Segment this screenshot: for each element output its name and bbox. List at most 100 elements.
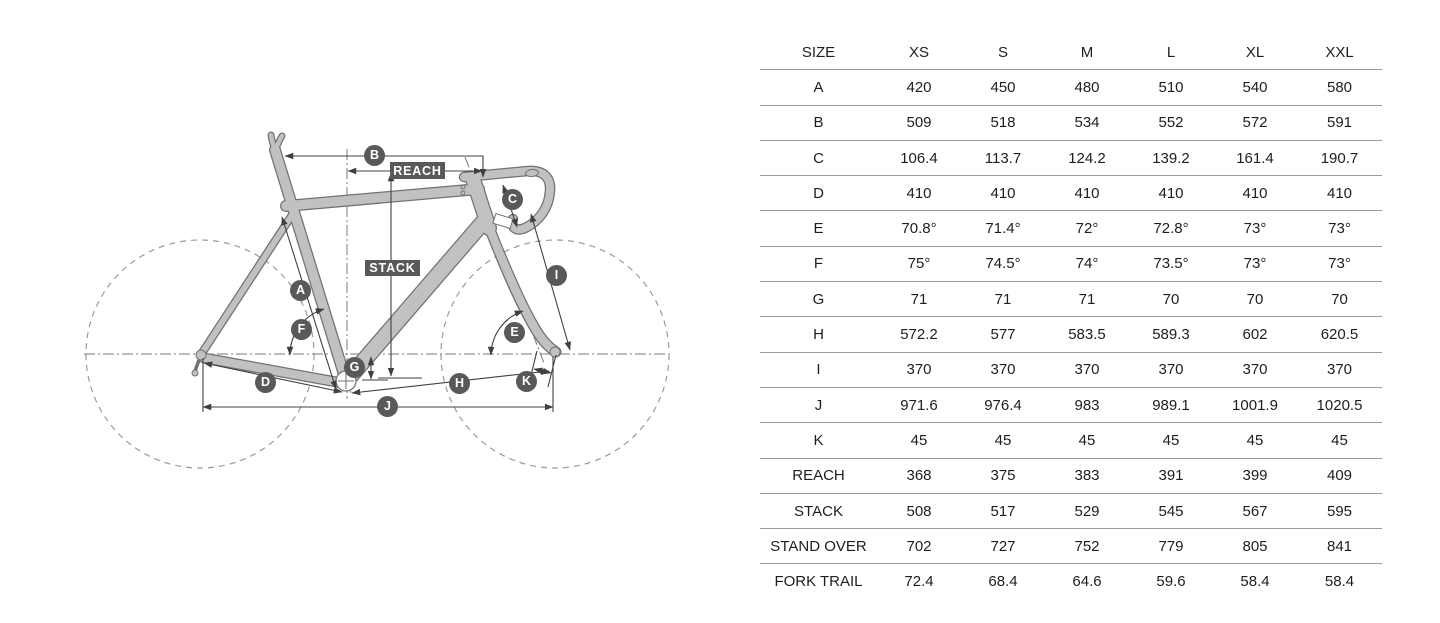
dim-E-arc	[487, 310, 524, 356]
cell: 391	[1129, 458, 1213, 494]
cell: 72°	[1045, 210, 1129, 247]
cell: 74.5°	[961, 246, 1045, 283]
cell: 124.2	[1045, 140, 1129, 177]
row-label: K	[760, 422, 877, 459]
rear-dropout	[195, 349, 207, 361]
cell: 552	[1129, 105, 1213, 141]
cell: 572.2	[877, 316, 961, 353]
cell: 370	[1045, 352, 1129, 388]
cell: 595	[1297, 493, 1382, 530]
cell: 45	[1129, 422, 1213, 459]
cell: 73°	[1213, 210, 1297, 247]
row-label: REACH	[760, 458, 877, 494]
column-header: SIZE	[760, 35, 877, 71]
cell: 517	[961, 493, 1045, 530]
derailleur-hanger	[191, 369, 199, 377]
column-header: XXL	[1297, 35, 1382, 71]
cell: 409	[1297, 458, 1382, 494]
diagram-label-D: D	[255, 372, 276, 393]
cell: 383	[1045, 458, 1129, 494]
cell: 58.4	[1240, 573, 1270, 591]
cell: 534	[1045, 105, 1129, 141]
cell: 71	[961, 281, 1045, 318]
cell: 620.5	[1297, 316, 1382, 353]
dim-K	[533, 367, 552, 375]
cell: 420	[877, 69, 961, 106]
diagram-label-H: H	[449, 373, 470, 394]
stack-label: STACK	[365, 260, 420, 276]
column-header: M	[1045, 35, 1129, 71]
cell: 370	[961, 352, 1045, 388]
cell: 45	[1297, 422, 1382, 459]
cell: 72.8°	[1129, 210, 1213, 247]
cell: 113.7	[961, 140, 1045, 177]
row-label: H	[760, 316, 877, 353]
cell: 567	[1213, 493, 1297, 530]
cell: 370	[1129, 352, 1213, 388]
cell: 106.4	[877, 140, 961, 177]
row-label: A	[760, 69, 877, 106]
row-label: D	[760, 175, 877, 212]
cell: 480	[1045, 69, 1129, 106]
cell: 70	[1129, 281, 1213, 318]
cell: 410	[1129, 175, 1213, 212]
row-label: C	[760, 140, 877, 177]
row-label: STAND OVER	[760, 528, 877, 565]
cell: 73.5°	[1129, 246, 1213, 283]
row-label: B	[760, 105, 877, 141]
diagram-label-J: J	[377, 396, 398, 417]
cell: 1020.5	[1297, 387, 1382, 424]
cell: 190.7	[1297, 140, 1382, 177]
row-label: FORK TRAIL	[774, 573, 863, 591]
row-label: G	[760, 281, 877, 318]
cell: 545	[1129, 493, 1213, 530]
cell: 72.4	[904, 573, 934, 591]
cell: 58.4	[1324, 573, 1355, 591]
column-header: S	[961, 35, 1045, 71]
cell: 71	[877, 281, 961, 318]
cell: 509	[877, 105, 961, 141]
diagram-label-G: G	[344, 357, 365, 378]
cell: 752	[1045, 528, 1129, 565]
diagram-label-K: K	[516, 371, 537, 392]
cell: 577	[961, 316, 1045, 353]
diagram-label-E: E	[504, 322, 525, 343]
cell: 45	[961, 422, 1045, 459]
cell: 841	[1297, 528, 1382, 565]
cell: 591	[1297, 105, 1382, 141]
row-label: F	[760, 246, 877, 283]
cell: 59.6	[1156, 573, 1186, 591]
cell: 70.8°	[877, 210, 961, 247]
cell: 370	[1213, 352, 1297, 388]
cell: 45	[1045, 422, 1129, 459]
cell: 45	[877, 422, 961, 459]
cell: 45	[1213, 422, 1297, 459]
frame-fills	[199, 132, 561, 388]
cell: 75°	[877, 246, 961, 283]
diagram-label-A: A	[290, 280, 311, 301]
row-label: J	[760, 387, 877, 424]
dim-B	[284, 152, 487, 178]
diagram-label-I: I	[546, 265, 567, 286]
cell: 74°	[1045, 246, 1129, 283]
cell: 572	[1213, 105, 1297, 141]
cell: 370	[877, 352, 961, 388]
row-label: STACK	[760, 493, 877, 530]
cell: 71	[1045, 281, 1129, 318]
cell: 410	[1297, 175, 1382, 212]
dim-A	[281, 216, 337, 390]
cell: 989.1	[1129, 387, 1213, 424]
cell: 410	[1045, 175, 1129, 212]
